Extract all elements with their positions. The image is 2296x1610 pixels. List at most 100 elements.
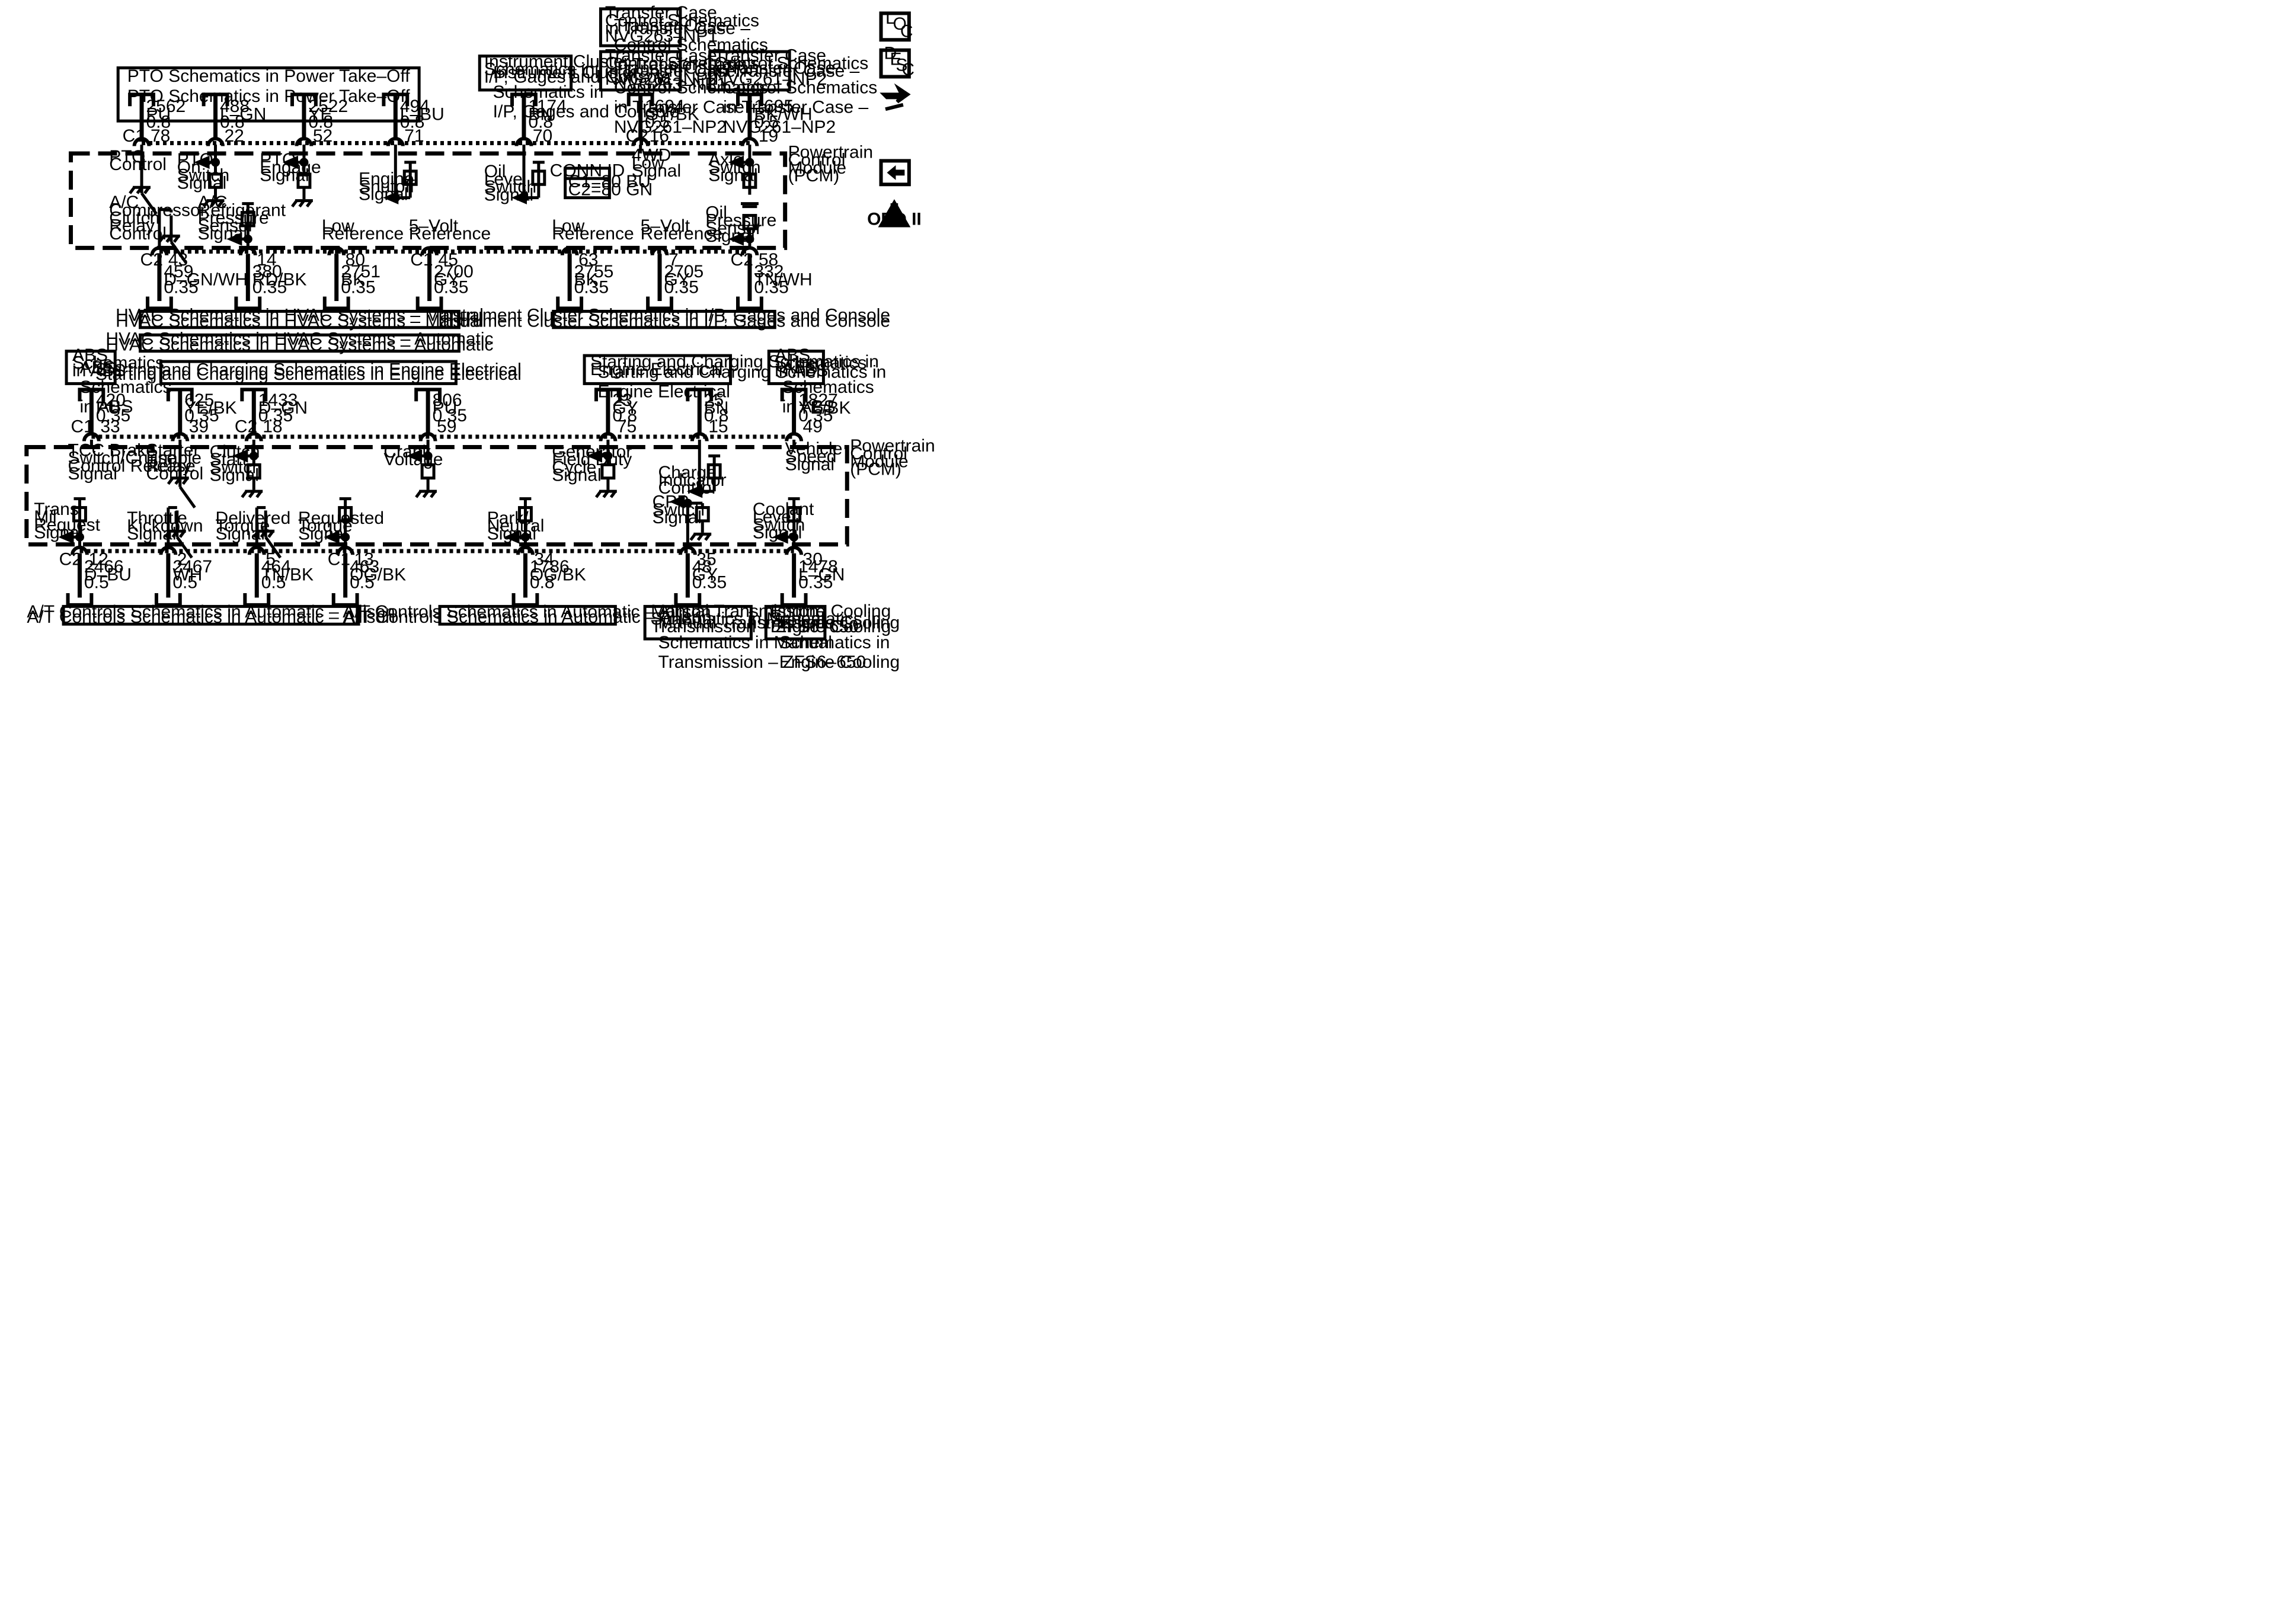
tc-np2a-box-label: Transfer Case [614,59,726,78]
ic-top-box-label: Instrument Cluster [493,63,638,82]
signal-tcc-brake: TCC Brake [68,440,156,460]
connector-label-C1: C1 [71,417,94,437]
signal-ac-clutch: Control [109,224,167,244]
wire-label-2751: 0.35 [341,278,375,297]
ground-symbol [252,530,260,538]
signal-axle-switch: Switch [708,158,760,177]
at-left-label: A/T Controls Schematics in Automatic – A… [27,602,395,622]
wire-label-2700: GY [434,270,459,289]
box-hvac-m [139,309,461,329]
pcm-bottom-outline [24,444,849,547]
ground-symbol [305,200,313,208]
resistor [420,463,436,480]
abs-left-label: ABS [72,345,108,365]
junction-dot [519,193,529,203]
harness-connector [243,593,271,607]
connector-pin [690,432,709,441]
wire-label-1695: BK/WH [754,104,812,124]
wire-label-2562: 2562 [146,97,186,116]
signal-pcm-bottom-label: (PCM) [850,460,901,479]
sc-right-label: Engine Electrical [590,360,722,379]
harness-connector [202,92,229,107]
harness-connector [78,388,105,402]
signal-clutch-start: Switch [210,457,262,477]
signal-arrow-head [772,530,788,544]
box-sc-l [159,360,458,385]
signal-charge-indicator: Indicator [658,470,727,490]
signal-pcm-top-label: Module [788,158,846,178]
ground-symbol [248,490,255,498]
resistor [531,169,546,186]
pin-18: 18 [263,417,282,437]
tc-np2b-label: Transfer Case [714,46,826,65]
tc-np1-label: Transfer Case [605,3,717,23]
pin-15: 15 [708,417,728,437]
harness-connector [686,388,714,402]
hvac-auto-label: HVAC Schematics in HVAC Systems – Automa… [105,329,493,348]
signal-five-volt-1: 5–Volt [409,216,459,236]
ground-symbol [689,533,696,541]
obd-ii-icon[interactable] [878,199,911,228]
ic-top-label: I/P, Gages and Console [484,68,671,87]
pto-box-label: PTO Schematics in Power Take–Off [127,66,411,86]
connector-pin [132,137,151,146]
signal-five-volt-2: Reference [641,224,722,244]
box-at-l [62,604,360,626]
wire-label-625: 625 [184,391,214,410]
wire-label-2755: 2755 [574,262,614,281]
wire-label-2467: WH [172,565,202,584]
tc-np1-label: Control Schematics [605,11,759,30]
signal-cpp-switch: Signal [653,508,702,527]
harness-connector [240,388,268,402]
manual-trans-label: Schematics in Manual [651,609,824,629]
signal-arrow-head [282,155,298,169]
wire-label-488: L–GN [220,104,266,124]
wire-runs [77,94,797,598]
signal-arrow-head [194,155,210,169]
signal-clutch-start: Start [210,450,248,469]
hvac-manual-box-label: HVAC Schematics in HVAC Systems – Manual [116,312,484,331]
pin-14: 14 [257,250,276,270]
pin-63: 63 [578,250,598,270]
connector-pin [514,137,533,146]
connector-pin [206,137,225,146]
pin-75: 75 [617,417,637,437]
tc-np2b-label: in Transfer Case – [714,62,859,81]
engine-cooling-label: Schematics in [770,609,881,629]
wire-label-2705: GY [664,270,690,289]
wire-label-1694: 0.5 [645,113,670,132]
wire-label-463: 463 [350,557,379,577]
loc-button[interactable] [879,11,911,42]
ground-symbol [609,490,617,498]
signal-pto-engage: Engage [260,158,321,177]
harness-connector [736,92,763,107]
ground-symbol [202,200,210,208]
back-arrow-icon[interactable] [887,165,905,180]
signal-charge-indicator: Charge [658,463,717,482]
desc-icon-letter: E [890,50,901,69]
signal-trans-mil: Trans [34,500,79,519]
wrench-hand-icon[interactable] [880,83,911,111]
desc-button[interactable] [879,48,911,79]
ground-symbol [172,235,180,243]
back-button[interactable] [879,159,911,187]
pin-70: 70 [533,126,552,146]
harness-connector [594,388,622,402]
pin-80: 80 [346,250,365,270]
wire-label-1694: 1694 [645,97,685,116]
wire-label-494: 0.8 [400,113,425,132]
wire-label-380: 380 [252,262,282,281]
ground-symbol [594,490,602,498]
wire-label-48: 48 [692,557,712,577]
connector-label-C2: C2 [140,250,163,270]
junction-dot [520,532,530,542]
signal-engine-shutoff: Shutoff [359,177,415,196]
tc-np2a-label: in Transfer Case – [605,62,750,81]
signal-vehicle-speed: Speed [785,447,837,466]
abs-left-box-label: ABS [79,358,115,377]
signal-cpp-switch: CPP [653,492,689,512]
signal-starter-enable: Starter [146,440,200,460]
tc-np1-box-label: Control Schematics [614,35,768,55]
junction-dot [391,193,400,203]
